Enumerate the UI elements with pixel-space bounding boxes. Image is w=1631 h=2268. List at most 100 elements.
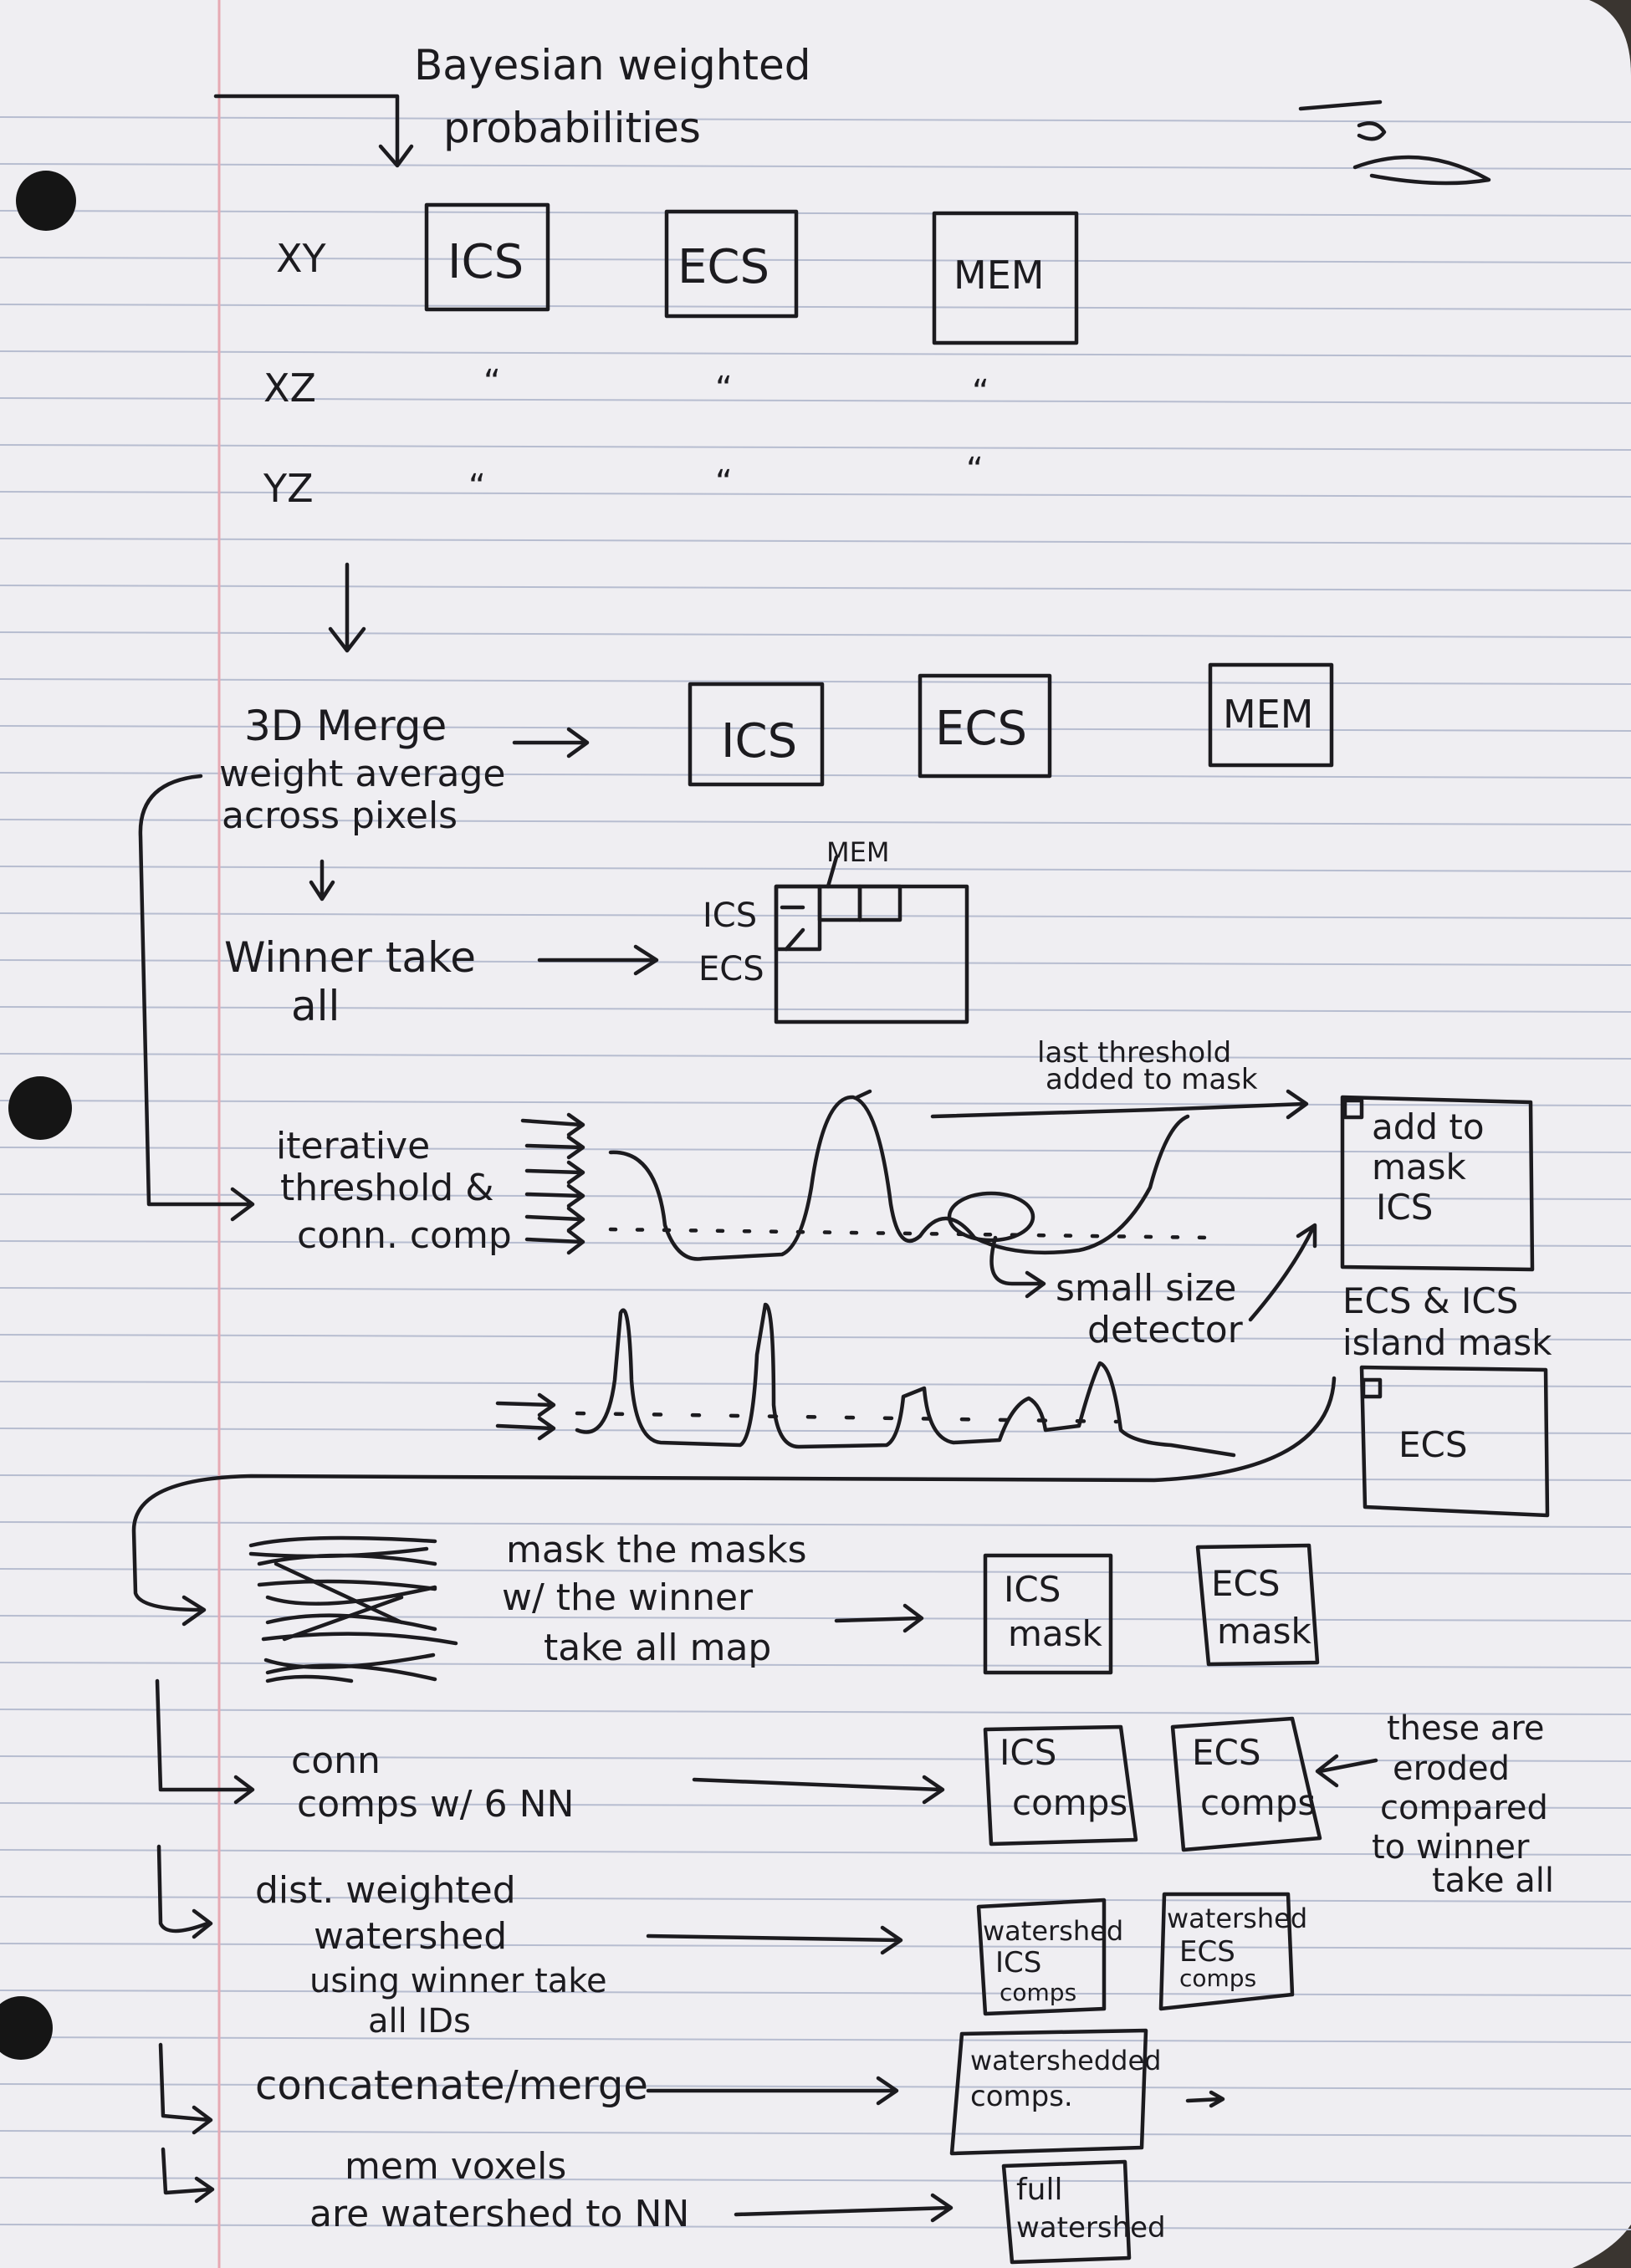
doodle xyxy=(1298,100,1491,186)
box-label: comps xyxy=(1200,1782,1316,1823)
step3-line4: all IDs xyxy=(368,2002,471,2041)
ruled-line xyxy=(0,1849,1631,1856)
step4-arrow-in xyxy=(158,2042,213,2135)
ruled-line xyxy=(0,1100,1631,1106)
header-arrow xyxy=(213,94,400,166)
threshold-line2: threshold & xyxy=(280,1167,494,1209)
box-label: watershed xyxy=(983,1915,1123,1947)
box-ecs-top xyxy=(664,209,799,319)
header-line2: probabilities xyxy=(443,104,701,152)
small-blob-circle xyxy=(947,1191,1035,1243)
wta-label-ics: ICS xyxy=(703,896,757,935)
loop-arrow xyxy=(138,774,255,1222)
ruled-lines xyxy=(0,116,1631,2230)
step5-line1: mem voxels xyxy=(345,2145,566,2188)
plane-label-xz: XZ xyxy=(263,365,316,411)
wta-pointers xyxy=(780,855,839,952)
box-label: comps xyxy=(1000,1979,1076,2006)
threshold-line3: conn. comp xyxy=(297,1214,512,1257)
note-added-to-mask: added to mask xyxy=(1046,1063,1258,1096)
step2-line1: conn xyxy=(291,1739,381,1782)
wta-cell xyxy=(857,884,902,922)
ruled-line xyxy=(0,772,1631,779)
box-mask-ics xyxy=(1340,1095,1535,1272)
ruled-line xyxy=(0,585,1631,591)
box-label: watershed xyxy=(1016,2211,1166,2245)
ruled-line xyxy=(0,2130,1631,2137)
threshold-curve xyxy=(608,1095,1190,1261)
island-line1: ECS & ICS xyxy=(1342,1280,1518,1321)
note-line3: compared xyxy=(1380,1789,1548,1827)
ruled-line xyxy=(0,1428,1631,1434)
ruled-line xyxy=(0,350,1631,357)
ruled-line xyxy=(0,1615,1631,1622)
mask-box-line3: ICS xyxy=(1376,1187,1433,1228)
note-line5: take all xyxy=(1432,1862,1554,1900)
ruled-line xyxy=(0,397,1631,404)
small-size-arrow xyxy=(989,1235,1046,1299)
ditto-mark: “ xyxy=(715,463,733,502)
wta-line2: all xyxy=(291,982,340,1030)
merge-line2: weight average xyxy=(219,753,505,795)
ruled-line xyxy=(0,116,1631,123)
ruled-line xyxy=(0,725,1631,732)
binder-hole xyxy=(8,1076,72,1140)
step4-text: concatenate/merge xyxy=(255,2062,648,2109)
ruled-line xyxy=(0,819,1631,825)
step3-line1: dist. weighted xyxy=(255,1869,516,1912)
ruled-line xyxy=(0,1147,1631,1153)
arrowheads xyxy=(566,1112,585,1255)
wta-label-ecs: ECS xyxy=(698,950,764,988)
threshold-curve-2 xyxy=(575,1302,1236,1458)
ruled-line xyxy=(0,1287,1631,1294)
ruled-line xyxy=(0,1802,1631,1809)
ruled-line xyxy=(0,444,1631,451)
ruled-line xyxy=(0,1755,1631,1762)
box-label: ECS xyxy=(1179,1935,1235,1969)
step2-line2: comps w/ 6 NN xyxy=(297,1783,574,1826)
ruled-line xyxy=(0,1521,1631,1528)
box-mem-top xyxy=(932,211,1079,345)
mask-box-line2: mask xyxy=(1372,1147,1467,1188)
ruled-line xyxy=(0,1990,1631,1996)
box-watershedded-comps xyxy=(949,2028,1148,2156)
box-ics-comps xyxy=(983,1724,1138,1847)
ruled-line xyxy=(0,631,1631,638)
wta-line1: Winner take xyxy=(224,933,476,982)
step2-arrow xyxy=(692,1775,945,1805)
arrowhead xyxy=(378,144,414,168)
box-ecs-comps xyxy=(1170,1716,1322,1852)
merge-line3: across pixels xyxy=(222,794,458,837)
box-label: ECS xyxy=(935,702,1027,756)
plane-label-yz: YZ xyxy=(263,466,314,511)
box-full-watershed xyxy=(1001,2159,1132,2265)
box-label: comps xyxy=(1179,1964,1256,1992)
step1-arrow xyxy=(834,1603,924,1633)
ruled-line xyxy=(0,678,1631,685)
box-label: comps. xyxy=(970,2080,1073,2113)
note-line2: eroded xyxy=(1393,1750,1510,1788)
step1-line1: mask the masks xyxy=(506,1529,807,1571)
threshold-arrows-2 xyxy=(495,1392,556,1441)
box-label: ECS xyxy=(1192,1732,1261,1773)
ruled-line xyxy=(0,257,1631,263)
box-mem-merge xyxy=(1208,662,1334,768)
box-label: ECS xyxy=(677,240,769,294)
box-label: mask xyxy=(1217,1611,1312,1652)
ruled-line xyxy=(0,1381,1631,1387)
ruled-line xyxy=(0,2083,1631,2090)
binder-hole xyxy=(0,1996,53,2060)
ruled-line xyxy=(0,2177,1631,2184)
box-watershed-ecs xyxy=(1158,1892,1295,2011)
threshold-line1: iterative xyxy=(276,1125,430,1167)
box-label: ECS xyxy=(1211,1563,1281,1604)
box-label: watershed xyxy=(1167,1903,1307,1934)
box-label: full xyxy=(1016,2173,1063,2207)
ruled-line xyxy=(0,163,1631,170)
box-ics-top xyxy=(424,202,550,312)
threshold-arrows xyxy=(520,1118,584,1244)
box-label: ICS xyxy=(1000,1732,1056,1773)
box-label: MEM xyxy=(1223,692,1313,737)
box-corner xyxy=(1342,1098,1364,1120)
